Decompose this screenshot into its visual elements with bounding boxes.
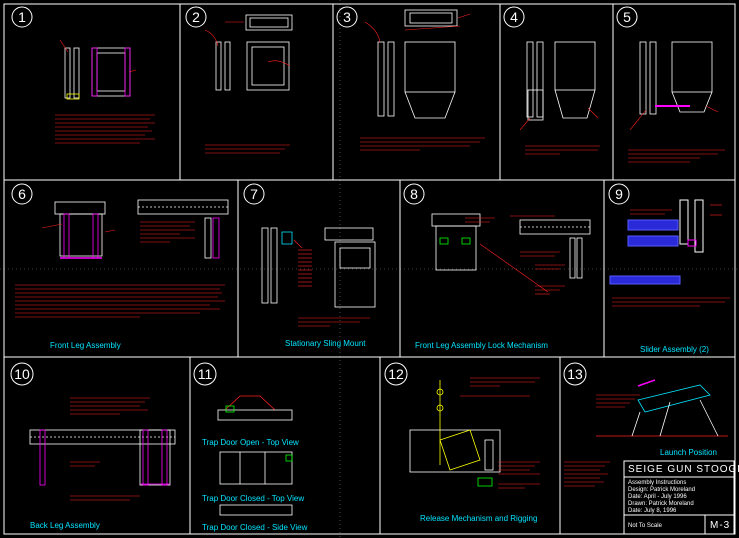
title-block-line-5: Date: July 8, 1996 <box>628 508 677 514</box>
panel-2-drawing <box>215 14 293 91</box>
svg-text:12: 12 <box>388 366 404 382</box>
panel-1-notes <box>55 39 155 144</box>
panel-3-notes <box>360 13 485 151</box>
panel-number-2: 2 <box>185 6 207 28</box>
svg-text:9: 9 <box>615 186 623 202</box>
svg-text:11: 11 <box>198 366 213 382</box>
panel-8-notes <box>465 215 565 295</box>
panel-6-drawing <box>54 199 229 259</box>
svg-text:1: 1 <box>18 9 26 25</box>
panel-7-caption: Stationary Sling Mount <box>285 339 366 348</box>
svg-text:10: 10 <box>14 366 30 382</box>
panel-7-drawing <box>261 227 376 308</box>
panel-2-notes <box>204 21 291 154</box>
title-block-sheet-number: M-3 <box>710 520 730 531</box>
panel-number-7: 7 <box>243 183 265 205</box>
svg-text:7: 7 <box>250 186 258 202</box>
svg-text:5: 5 <box>623 9 631 25</box>
panel-13-caption: Launch Position <box>660 448 717 457</box>
panel-13-drawing <box>596 379 728 437</box>
panel-9-caption: Slider Assembly (2) <box>640 345 709 354</box>
panel-13-lower-notes <box>564 461 610 487</box>
panel-12-caption: Release Mechanism and Rigging <box>420 514 537 523</box>
panel-8-drawing <box>431 213 591 279</box>
panel-10-drawing <box>29 429 176 486</box>
panel-number-8: 8 <box>403 183 425 205</box>
panel-number-3: 3 <box>336 6 358 28</box>
panel-4-notes <box>519 107 600 155</box>
svg-text:8: 8 <box>410 186 418 202</box>
title-block-line-4: Drawn: Patrick Moreland <box>628 501 694 507</box>
panel-11-caption-open: Trap Door Open - Top View <box>202 438 299 447</box>
panel-5-notes <box>628 105 725 163</box>
svg-text:2: 2 <box>192 9 200 25</box>
panel-grid <box>3 3 736 535</box>
panel-number-13: 13 <box>563 362 587 386</box>
panel-11-caption-closed-top: Trap Door Closed - Top View <box>202 494 304 503</box>
svg-text:4: 4 <box>510 9 518 25</box>
title-block-line-3: Date: April - July 1996 <box>628 494 687 500</box>
panel-number-12: 12 <box>384 362 408 386</box>
svg-text:3: 3 <box>343 9 351 25</box>
panel-1-drawing <box>64 47 131 100</box>
panel-number-9: 9 <box>608 183 630 205</box>
panel-12-drawing <box>409 380 501 487</box>
panel-9-notes <box>612 204 730 307</box>
panel-11-caption-closed-side: Trap Door Closed - Side View <box>202 523 308 532</box>
panel-6-notes <box>15 221 225 318</box>
panel-13-notes <box>596 394 640 408</box>
title-block-scale: Not To Scale <box>628 523 663 529</box>
panel-5-drawing <box>639 41 713 115</box>
title-block-line-2: Design: Patrick Moreland <box>628 487 695 493</box>
panel-number-4: 4 <box>503 6 525 28</box>
panel-6-caption: Front Leg Assembly <box>50 341 121 350</box>
panel-11-drawing <box>217 395 293 516</box>
panel-number-11: 11 <box>193 362 217 386</box>
svg-text:6: 6 <box>18 186 26 202</box>
panel-9-drawing <box>609 199 704 285</box>
title-block-title: SEIGE GUN STOOGE <box>628 464 739 475</box>
panel-4-drawing <box>526 41 596 121</box>
title-block-line-1: Assembly Instructions <box>628 480 686 486</box>
panel-number-10: 10 <box>10 362 34 386</box>
title-block: SEIGE GUN STOOGE Assembly Instructions D… <box>623 460 739 535</box>
panel-number-6: 6 <box>11 183 33 205</box>
panel-12-notes <box>460 377 540 489</box>
panel-10-caption: Back Leg Assembly <box>30 521 100 530</box>
panel-3-drawing <box>377 9 458 119</box>
panel-number-5: 5 <box>616 6 638 28</box>
panel-10-notes <box>70 397 150 501</box>
panel-number-1: 1 <box>11 6 33 28</box>
panel-7-notes <box>293 239 370 327</box>
svg-text:13: 13 <box>567 366 583 382</box>
panel-8-caption: Front Leg Assembly Lock Mechanism <box>415 341 548 350</box>
